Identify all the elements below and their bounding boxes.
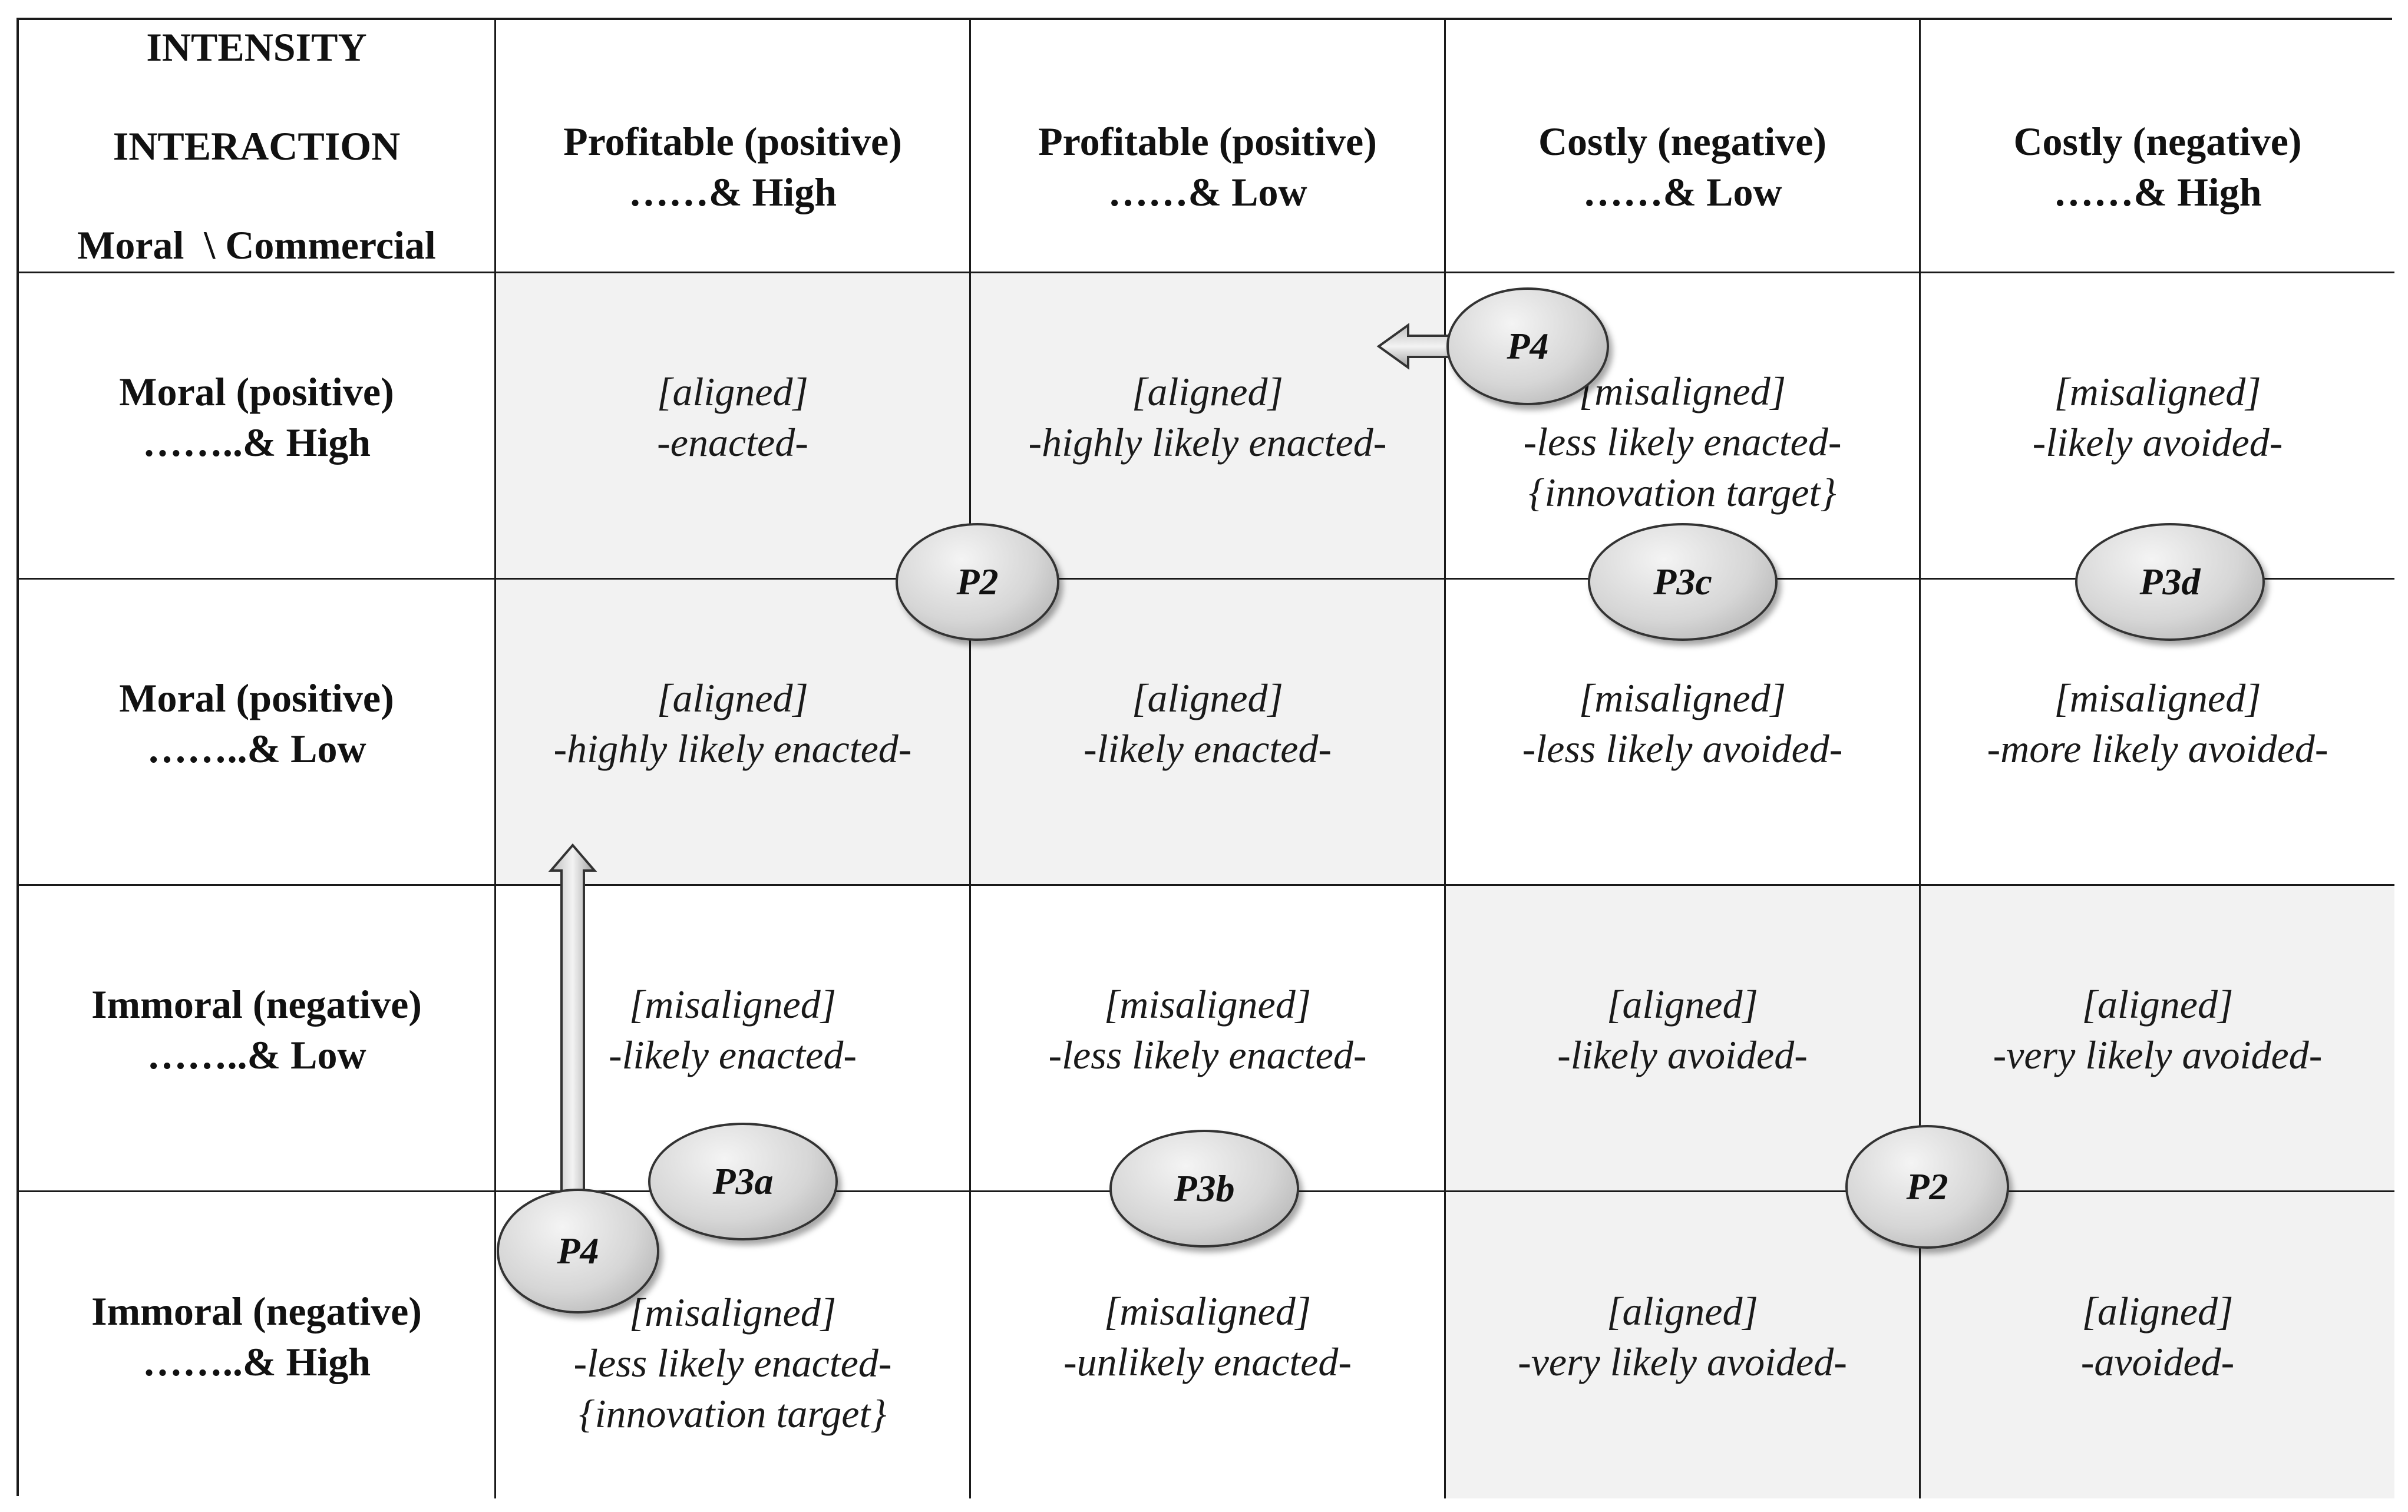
cell-text: [aligned] -highly likely enacted- — [1028, 369, 1387, 465]
column-header-label: Costly (negative) ……& Low — [1538, 118, 1827, 214]
marker-p2-bottom: P2 — [1845, 1125, 2009, 1249]
row-header-moral-low: Moral (positive) ……..& Low — [19, 580, 496, 886]
cell-text: [aligned] -very likely avoided- — [1518, 1289, 1847, 1384]
cell-moral-low-profitable-low: [aligned] -likely enacted- — [971, 580, 1446, 886]
row-header-moral-high: Moral (positive) ……..& High — [19, 273, 496, 580]
cell-text: [misaligned] -more likely avoided- — [1987, 675, 2328, 771]
cell-moral-low-profitable-high: [aligned] -highly likely enacted- — [496, 580, 971, 886]
cell-text: [misaligned] -less likely enacted- — [1048, 981, 1367, 1077]
cell-text: [aligned] -enacted- — [657, 369, 808, 465]
column-header-costly-low: Costly (negative) ……& Low — [1446, 20, 1921, 273]
marker-p4-bottom: P4 — [497, 1189, 659, 1314]
cell-text: [aligned] -very likely avoided- — [1993, 981, 2323, 1077]
cell-text: [misaligned] -likely enacted- — [609, 981, 857, 1077]
marker-p4-top: P4 — [1446, 287, 1609, 405]
cell-moral-high-profitable-low: [aligned] -highly likely enacted- — [971, 273, 1446, 580]
cell-text: [misaligned] -less likely avoided- — [1522, 675, 1843, 771]
cell-text: [aligned] -highly likely enacted- — [553, 675, 912, 771]
cell-moral-low-costly-low: [misaligned] -less likely avoided- — [1446, 580, 1921, 886]
corner-line-2: INTERACTION — [113, 123, 401, 168]
cell-immoral-high-costly-low: [aligned] -very likely avoided- — [1446, 1192, 1921, 1498]
corner-line-1: INTENSITY — [146, 24, 367, 70]
column-header-profitable-high: Profitable (positive) ……& High — [496, 20, 971, 273]
matrix-grid: INTENSITY INTERACTION Moral \ Commercial… — [16, 18, 2394, 1498]
marker-p3c: P3c — [1588, 523, 1778, 641]
row-header-label: Immoral (negative) ……..& Low — [91, 981, 422, 1077]
cell-text: [aligned] -avoided- — [2080, 1289, 2235, 1384]
cell-text: [aligned] -likely avoided- — [1557, 981, 1808, 1077]
column-header-label: Profitable (positive) ……& High — [563, 118, 902, 214]
column-header-label: Profitable (positive) ……& Low — [1038, 118, 1377, 214]
cell-immoral-low-costly-low: [aligned] -likely avoided- — [1446, 886, 1921, 1192]
corner-line-3: Moral \ Commercial — [77, 222, 436, 267]
cell-text: [misaligned] -unlikely enacted- — [1063, 1289, 1352, 1384]
cell-text: [misaligned] -less likely enacted- {inno… — [1523, 369, 1842, 515]
corner-header: INTENSITY INTERACTION Moral \ Commercial — [19, 20, 496, 273]
row-header-label: Moral (positive) ……..& Low — [119, 675, 394, 771]
cell-text: [misaligned] -likely avoided- — [2032, 369, 2283, 465]
cell-immoral-low-costly-high: [aligned] -very likely avoided- — [1921, 886, 2394, 1192]
row-header-immoral-low: Immoral (negative) ……..& Low — [19, 886, 496, 1192]
cell-text: [aligned] -likely enacted- — [1084, 675, 1332, 771]
marker-p3a: P3a — [648, 1123, 838, 1240]
cell-moral-high-costly-low: [misaligned] -less likely enacted- {inno… — [1446, 273, 1921, 580]
cell-moral-high-profitable-high: [aligned] -enacted- — [496, 273, 971, 580]
marker-p2-top: P2 — [896, 523, 1059, 641]
marker-p3d: P3d — [2075, 523, 2265, 641]
marker-p3b: P3b — [1109, 1130, 1299, 1248]
column-header-label: Costly (negative) ……& High — [2013, 118, 2302, 214]
row-header-label: Immoral (negative) ……..& High — [91, 1289, 422, 1384]
column-header-costly-high: Costly (negative) ……& High — [1921, 20, 2394, 273]
cell-immoral-high-costly-high: [aligned] -avoided- — [1921, 1192, 2394, 1498]
row-header-immoral-high: Immoral (negative) ……..& High — [19, 1192, 496, 1498]
row-header-label: Moral (positive) ……..& High — [119, 369, 394, 465]
cell-text: [misaligned] -less likely enacted- {inno… — [573, 1290, 892, 1436]
column-header-profitable-low: Profitable (positive) ……& Low — [971, 20, 1446, 273]
